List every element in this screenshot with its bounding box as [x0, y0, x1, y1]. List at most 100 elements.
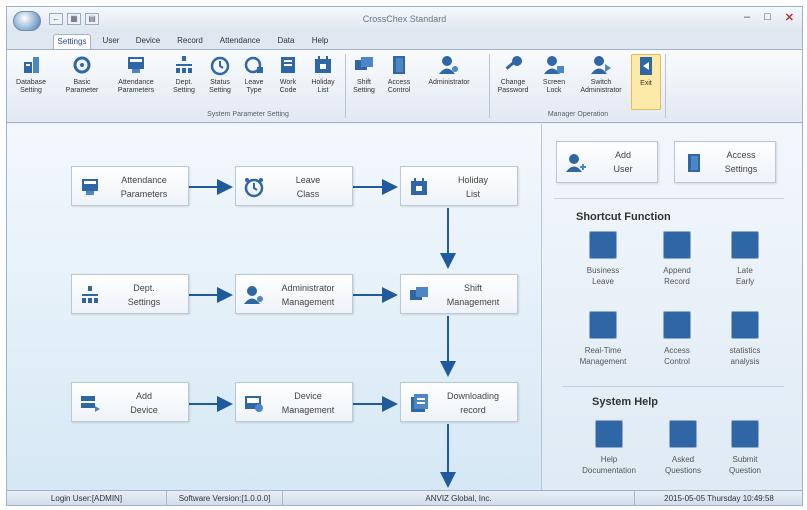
shortcut-function-title: Shortcut Function — [576, 211, 671, 223]
divider — [562, 386, 784, 387]
tab-help[interactable]: Help — [311, 36, 329, 45]
ribbon-label: Setting — [20, 87, 42, 94]
status-software-version: Software Version:[1.0.0.0] — [167, 491, 283, 505]
flow-label: Management — [281, 405, 335, 415]
holiday-icon — [315, 56, 331, 73]
ribbon-label: Administrator — [580, 87, 622, 94]
qat-grid-button[interactable]: ▦ — [67, 13, 81, 25]
attendance-parameters-button[interactable]: Attendance Parameters — [111, 54, 161, 110]
holiday-icon — [411, 178, 427, 195]
ribbon-label: Control — [387, 87, 411, 94]
help-label: Submit — [732, 455, 758, 464]
flow-label: Dept. — [133, 283, 155, 293]
ribbon-label: Setting — [353, 87, 375, 94]
flow-label: Device — [294, 391, 322, 401]
ribbon-label: Attendance — [118, 79, 154, 86]
shortcut-label: Real-Time — [584, 346, 622, 355]
close-button[interactable]: ✕ — [784, 12, 794, 24]
quick-label: Settings — [724, 164, 758, 174]
shortcut-label: Access — [664, 346, 690, 355]
help-label: Help — [600, 455, 618, 464]
flow-label: Parameters — [120, 189, 168, 199]
lock-icon — [544, 56, 564, 74]
tab-data[interactable]: Data — [277, 36, 295, 45]
exit-button[interactable]: Exit — [631, 54, 661, 110]
shortcut-label: Control — [664, 357, 690, 366]
window-title: CrossChex Standard — [362, 14, 447, 24]
tab-device[interactable]: Device — [135, 36, 161, 45]
dept-setting-button[interactable]: Dept. Setting — [169, 54, 199, 110]
administrator-button[interactable]: Administrator — [421, 54, 477, 110]
app-menu-button[interactable] — [13, 11, 41, 31]
status-icon — [210, 56, 230, 76]
app-window: ← ▦ ▤ CrossChex Standard – □ ✕ Settings … — [6, 6, 803, 506]
database-setting-button[interactable]: Database Setting — [11, 54, 51, 110]
flow-label: Shift — [463, 283, 482, 293]
ribbon-label: Exit — [640, 80, 652, 87]
tab-settings[interactable]: Settings — [53, 34, 91, 49]
ribbon-label: Parameters — [117, 87, 155, 94]
ribbon-label: Change — [500, 79, 526, 86]
shortcut-label: Early — [735, 277, 755, 286]
tab-user[interactable]: User — [102, 36, 120, 45]
screen-lock-button[interactable]: Screen Lock — [537, 54, 571, 110]
status-setting-button[interactable]: Status Setting — [205, 54, 235, 110]
divider — [554, 198, 784, 199]
holiday-list-button[interactable]: Holiday List — [307, 54, 339, 110]
ribbon-separator — [665, 54, 666, 118]
ribbon-separator — [489, 54, 490, 118]
flow-label: Add — [135, 391, 152, 401]
minimize-button[interactable]: – — [744, 11, 751, 23]
leave-type-button[interactable]: Leave Type — [239, 54, 269, 110]
flow-label: Settings — [127, 297, 161, 307]
tab-record[interactable]: Record — [177, 36, 203, 45]
ribbon-label: Work — [279, 79, 297, 86]
parameter-icon — [73, 56, 91, 74]
flow-dept-settings[interactable]: Dept. Settings — [71, 274, 189, 314]
ribbon-label: Basic — [73, 79, 91, 86]
administrator-icon — [439, 56, 458, 74]
flow-label: Holiday — [457, 175, 488, 185]
title-bar: ← ▦ ▤ CrossChex Standard – □ ✕ — [7, 7, 802, 33]
help-label: Question — [728, 466, 762, 475]
shift-icon — [355, 57, 373, 70]
basic-parameter-button[interactable]: Basic Parameter — [59, 54, 105, 110]
add-user-icon — [566, 154, 586, 172]
work-code-button[interactable]: Work Code — [273, 54, 303, 110]
access-control-button[interactable]: Access Control — [383, 54, 415, 110]
ribbon-label: Screen — [542, 79, 566, 86]
help-bulb-icon — [595, 420, 623, 448]
qat-list-button[interactable]: ▤ — [85, 13, 99, 25]
shortcut-label: Business — [586, 266, 620, 275]
submit-question-icon — [731, 420, 759, 448]
maximize-button[interactable]: □ — [764, 11, 771, 23]
qat-back-button[interactable]: ← — [49, 13, 63, 25]
statistics-icon — [731, 311, 759, 339]
tab-attendance[interactable]: Attendance — [219, 36, 261, 45]
change-password-button[interactable]: Change Password — [493, 54, 533, 110]
ribbon-label: Leave — [244, 79, 264, 86]
shift-setting-button[interactable]: Shift Setting — [349, 54, 379, 110]
switch-administrator-button[interactable]: Switch Administrator — [573, 54, 629, 110]
